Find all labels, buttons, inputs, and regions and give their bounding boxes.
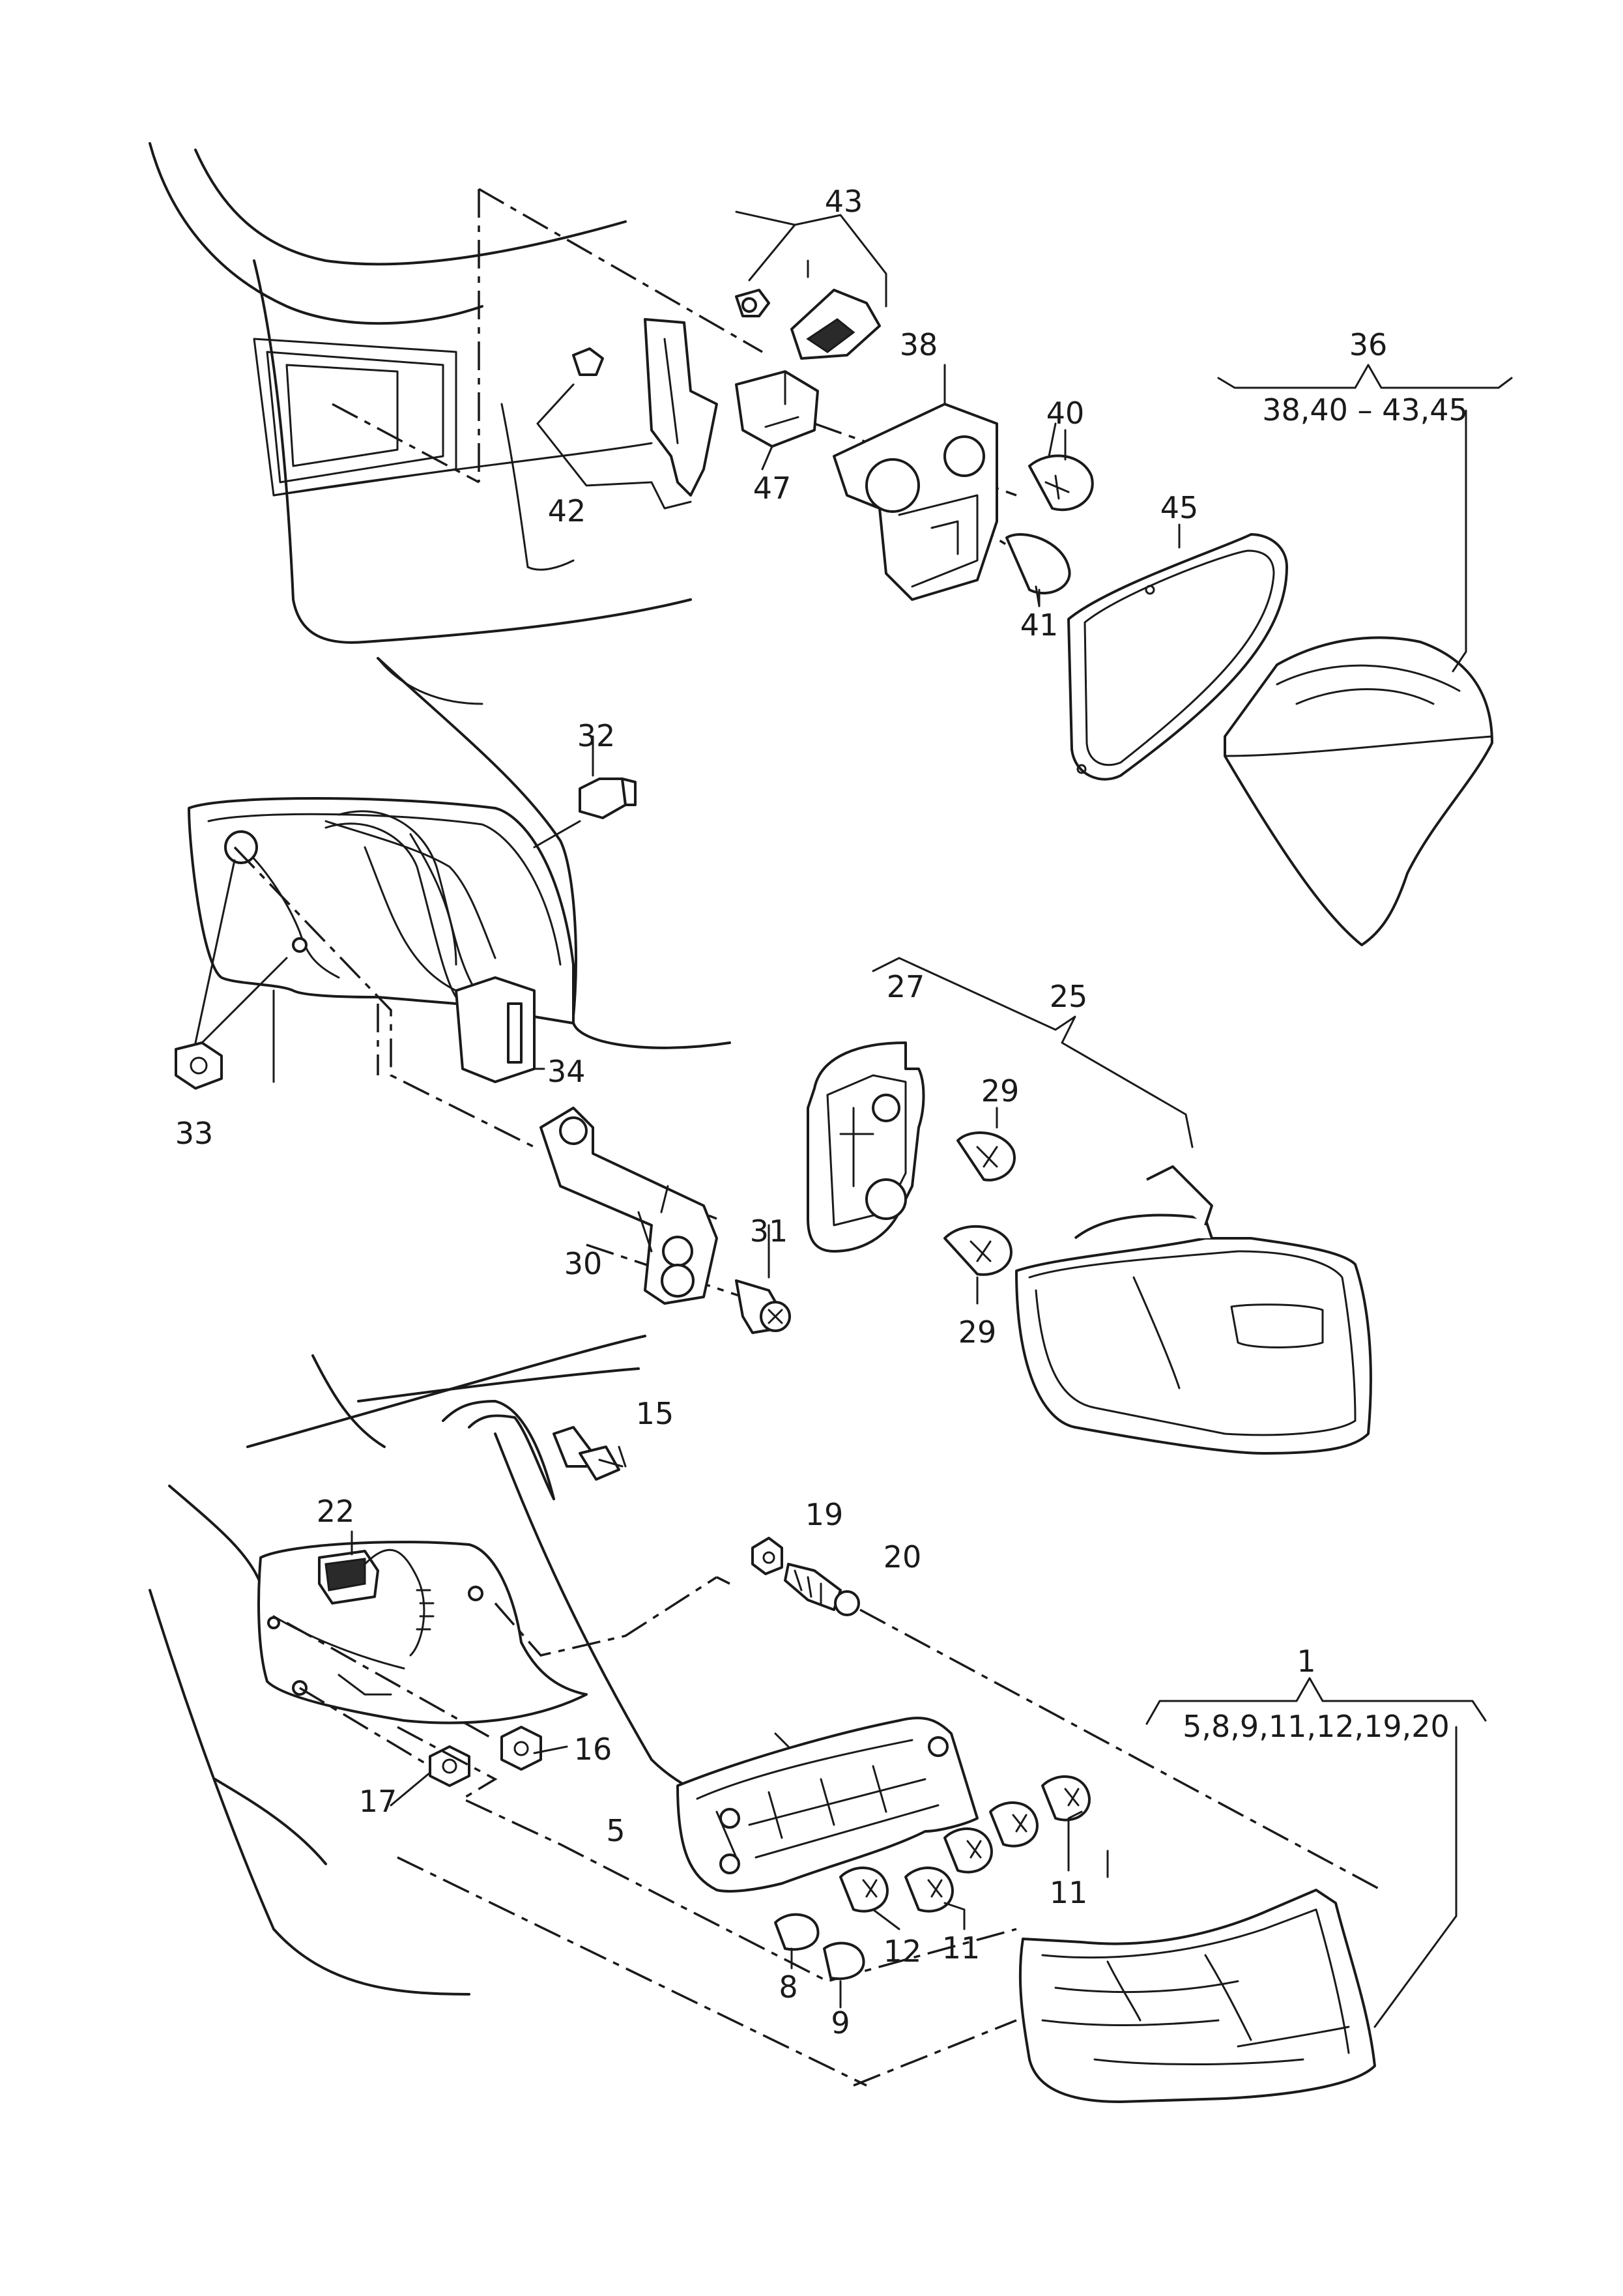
kit-contents-36: 38,40 – 43,45 — [1262, 392, 1468, 428]
callout-47: 47 — [753, 471, 792, 506]
body-panel-top — [149, 142, 692, 705]
part-29-bulb-lower — [943, 1225, 1013, 1305]
callout-12: 12 — [883, 1934, 922, 1969]
part-19-nut — [751, 1537, 783, 1575]
part-27-bulb-holder — [807, 1041, 925, 1253]
callout-8: 8 — [779, 1969, 797, 2005]
callout-9: 9 — [831, 2005, 850, 2041]
part-5-bulb-carrier — [676, 1717, 979, 1893]
callout-25: 25 — [1050, 979, 1088, 1014]
callout-43: 43 — [825, 184, 863, 219]
part-20-bolt — [784, 1563, 860, 1616]
part-9-bulb — [823, 1941, 865, 2009]
part-32-nut — [533, 777, 637, 849]
body-panel-bottom — [149, 1335, 822, 1996]
part-12-bulb — [839, 1867, 900, 1930]
part-11-bulbs — [904, 1775, 1091, 1930]
part-22-connector — [318, 1548, 435, 1657]
part-43-nut — [735, 289, 770, 317]
callout-45: 45 — [1160, 490, 1199, 525]
part-36-lamp-lens — [1224, 636, 1493, 946]
bracket-43 — [735, 211, 887, 308]
leader-lines — [351, 259, 1109, 1878]
part-41-bulb — [1005, 533, 1071, 607]
callout-16: 16 — [574, 1732, 612, 1767]
part-40-bulb — [1028, 429, 1094, 512]
part-15-bolt — [553, 1426, 624, 1481]
bracket-25 — [872, 957, 1194, 1148]
callout-27: 27 — [887, 969, 925, 1004]
callout-34: 34 — [547, 1054, 586, 1089]
callout-32: 32 — [577, 718, 616, 753]
assembly-lines-bottom — [286, 1576, 1382, 2087]
part-38-bulb-holder — [833, 364, 998, 601]
callout-19: 19 — [805, 1497, 844, 1532]
callout-41: 41 — [1020, 607, 1059, 643]
kit-contents-1: 5,8,9,11,12,19,20 — [1183, 1709, 1450, 1744]
callout-33: 33 — [175, 1116, 214, 1151]
part-25-lamp — [1015, 1165, 1372, 1455]
callout-15: 15 — [636, 1396, 674, 1431]
part-8-bulb — [774, 1913, 820, 1969]
callout-38: 38 — [900, 327, 938, 362]
part-45-gasket — [1067, 523, 1288, 781]
callout-22: 22 — [317, 1494, 355, 1529]
callout-11-right: 11 — [1050, 1875, 1088, 1910]
part-33-clip — [175, 859, 288, 1090]
callout-5: 5 — [606, 1813, 625, 1848]
part-47-connector — [735, 370, 819, 471]
part-30-bracket — [539, 1107, 718, 1305]
part-16-nut — [500, 1726, 542, 1771]
callout-1: 1 — [1297, 1644, 1315, 1679]
part-1-lamp — [1018, 1889, 1376, 2103]
bracket-36 — [1217, 364, 1513, 673]
part-29-bulb-upper — [956, 1107, 1016, 1182]
callout-29-lower: 29 — [958, 1315, 997, 1350]
callout-36: 36 — [1349, 327, 1388, 362]
bracket-1 — [1145, 1677, 1487, 2028]
callout-11-mid: 11 — [942, 1930, 981, 1966]
callout-42: 42 — [548, 493, 586, 529]
part-43-sensor — [790, 289, 881, 360]
part-31-screw — [735, 1224, 791, 1334]
callout-17: 17 — [359, 1784, 397, 1819]
part-42-clip — [536, 318, 718, 510]
body-panel-mid — [188, 657, 731, 1083]
callout-31: 31 — [750, 1213, 788, 1249]
part-17-nut — [429, 1745, 470, 1787]
callout-labels: 43 38 40 42 47 45 41 36 38,40 – 43,45 32… — [175, 184, 1468, 2041]
callout-29-upper: 29 — [981, 1073, 1020, 1109]
callout-20: 20 — [883, 1539, 922, 1575]
callout-30: 30 — [564, 1246, 603, 1281]
callout-40: 40 — [1046, 396, 1085, 431]
